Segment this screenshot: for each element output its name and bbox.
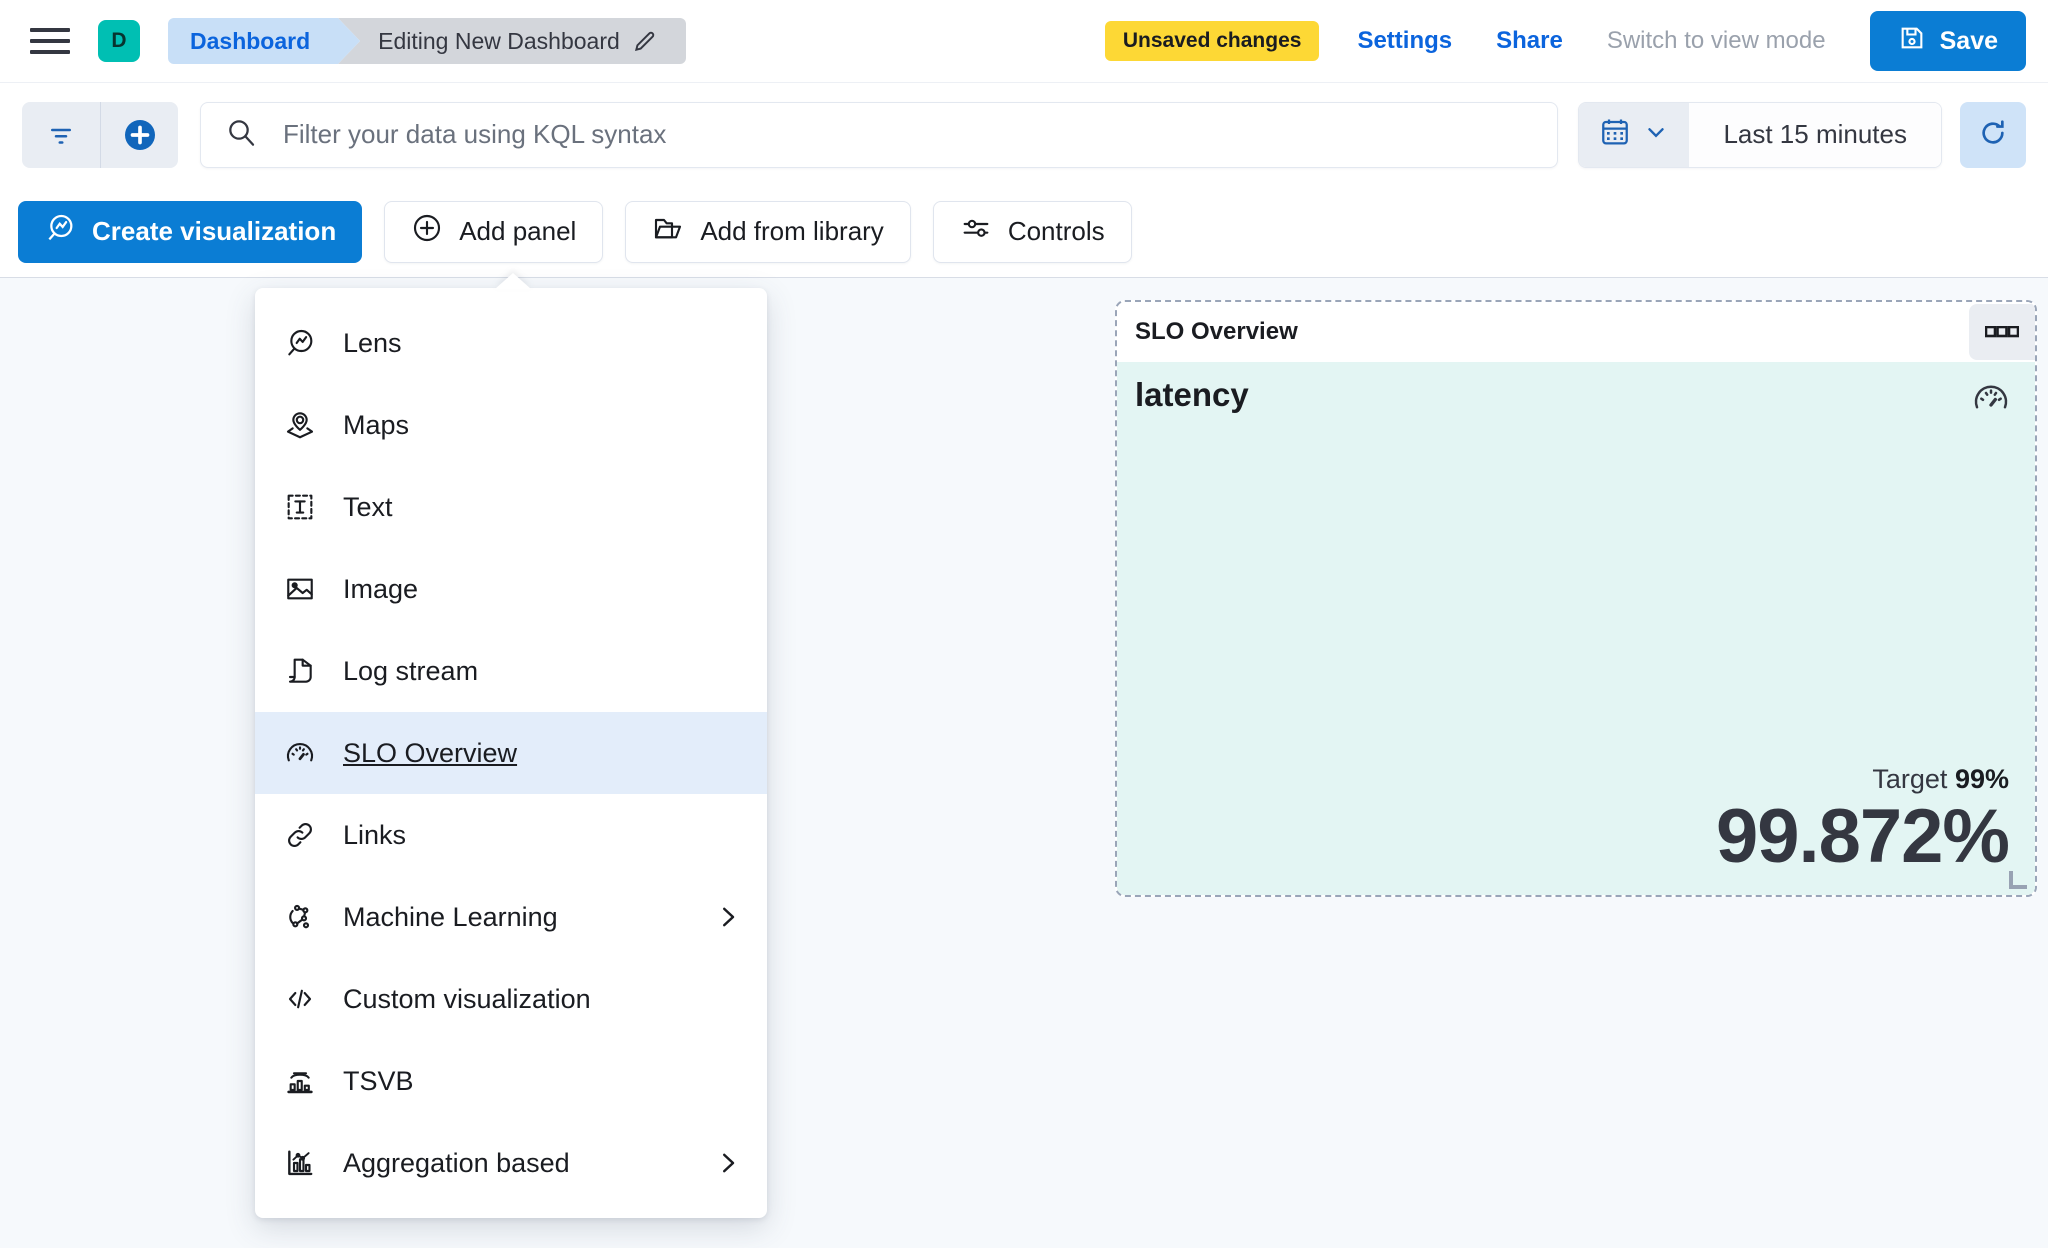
menu-item-label: Machine Learning xyxy=(343,901,558,932)
refresh-icon xyxy=(1977,117,2009,152)
filter-controls-group xyxy=(22,101,178,168)
menu-item-links[interactable]: Links xyxy=(255,794,767,876)
create-visualization-label: Create visualization xyxy=(92,216,337,246)
gauge-icon xyxy=(1971,378,2011,423)
slo-overview-panel[interactable]: SLO Overview latency xyxy=(1115,300,2037,897)
header-actions: Unsaved changes Settings Share Switch to… xyxy=(1104,11,2026,71)
date-range-value[interactable]: Last 15 minutes xyxy=(1689,102,1941,167)
menu-item-text[interactable]: Text xyxy=(255,466,767,548)
menu-item-label: Image xyxy=(343,573,419,604)
lens-icon xyxy=(44,212,76,251)
menu-item-slo-overview[interactable]: SLO Overview xyxy=(255,712,767,794)
add-panel-button[interactable]: Add panel xyxy=(384,200,604,263)
menu-item-aggregation-based[interactable]: Aggregation based xyxy=(255,1122,767,1204)
menu-item-tsvb[interactable]: TSVB xyxy=(255,1040,767,1122)
menu-item-label: SLO Overview xyxy=(343,737,518,768)
add-panel-label: Add panel xyxy=(459,216,577,246)
add-from-library-label: Add from library xyxy=(700,216,884,246)
resize-corner-handle[interactable] xyxy=(2009,871,2027,889)
date-picker: Last 15 minutes xyxy=(1578,101,1942,168)
breadcrumb-current[interactable]: Editing New Dashboard xyxy=(338,18,686,64)
slo-summary: Target 99% 99.872% xyxy=(1715,764,2010,879)
gauge-icon xyxy=(283,737,317,769)
lens-icon xyxy=(283,327,317,359)
code-icon xyxy=(283,983,317,1015)
menu-item-lens[interactable]: Lens xyxy=(255,302,767,384)
create-visualization-button[interactable]: Create visualization xyxy=(18,200,363,263)
tsvb-icon xyxy=(283,1065,317,1097)
menu-item-maps[interactable]: Maps xyxy=(255,384,767,466)
pencil-icon[interactable] xyxy=(632,28,658,54)
query-bar: Last 15 minutes xyxy=(0,83,2048,186)
menu-item-log-stream[interactable]: Log stream xyxy=(255,630,767,712)
menu-item-label: Log stream xyxy=(343,655,479,686)
panel-title[interactable]: SLO Overview xyxy=(1135,318,1298,345)
slo-target-value: 99% xyxy=(1954,764,2009,794)
breadcrumb: Dashboard Editing New Dashboard xyxy=(168,18,686,64)
search-field[interactable] xyxy=(200,101,1559,168)
app-header: D Dashboard Editing New Dashboard Unsave… xyxy=(0,0,2048,83)
agg-chart-icon xyxy=(283,1147,317,1179)
slo-target: Target 99% xyxy=(1716,764,2009,795)
switch-to-view-mode-link[interactable]: Switch to view mode xyxy=(1606,27,1826,54)
sliders-icon xyxy=(960,212,992,251)
panel-body: latency Target 99% 99.872% xyxy=(1117,362,2035,895)
share-link[interactable]: Share xyxy=(1496,27,1563,54)
chevron-right-icon xyxy=(713,1148,743,1178)
link-icon xyxy=(283,819,317,851)
menu-item-label: Aggregation based xyxy=(343,1147,570,1178)
editor-toolbar: Create visualization Add panel Add from … xyxy=(0,186,2048,278)
panel-header: SLO Overview xyxy=(1117,302,2035,362)
three-boxes-icon[interactable] xyxy=(1969,304,2035,360)
settings-link[interactable]: Settings xyxy=(1357,27,1453,54)
menu-item-label: TSVB xyxy=(343,1065,414,1096)
calendar-icon xyxy=(1599,116,1631,153)
logs-icon xyxy=(283,655,317,687)
controls-label: Controls xyxy=(1007,216,1105,246)
menu-item-image[interactable]: Image xyxy=(255,548,767,630)
hamburger-menu-icon[interactable] xyxy=(30,19,74,63)
add-filter-plus-circle-icon[interactable] xyxy=(100,101,178,168)
chevron-down-icon xyxy=(1643,119,1669,150)
map-pin-icon xyxy=(283,409,317,441)
search-input[interactable] xyxy=(283,119,1534,150)
filter-icon[interactable] xyxy=(22,101,100,168)
breadcrumb-current-label: Editing New Dashboard xyxy=(378,27,620,54)
save-button-label: Save xyxy=(1939,26,1998,55)
slo-sli-value: 99.872% xyxy=(1715,794,2010,879)
breadcrumb-dashboard-label: Dashboard xyxy=(190,27,311,54)
plus-circle-outline-icon xyxy=(411,212,443,251)
menu-item-label: Text xyxy=(343,491,393,522)
unsaved-changes-badge[interactable]: Unsaved changes xyxy=(1104,21,1320,61)
chevron-right-icon xyxy=(713,902,743,932)
menu-item-label: Lens xyxy=(343,327,402,358)
menu-item-custom-visualization[interactable]: Custom visualization xyxy=(255,958,767,1040)
controls-button[interactable]: Controls xyxy=(932,200,1132,263)
image-icon xyxy=(283,573,317,605)
menu-item-label: Custom visualization xyxy=(343,983,591,1014)
avatar-letter: D xyxy=(111,29,127,52)
refresh-button[interactable] xyxy=(1960,101,2026,168)
search-icon xyxy=(225,116,257,153)
save-disk-icon xyxy=(1898,24,1926,59)
date-quick-select-button[interactable] xyxy=(1579,102,1690,167)
add-from-library-button[interactable]: Add from library xyxy=(625,200,911,263)
menu-item-label: Maps xyxy=(343,409,410,440)
avatar[interactable]: D xyxy=(98,20,140,62)
save-button[interactable]: Save xyxy=(1869,11,2026,71)
slo-metric-name: latency xyxy=(1135,376,1249,413)
breadcrumb-dashboard[interactable]: Dashboard xyxy=(168,18,361,64)
popover-arrow xyxy=(495,273,531,289)
menu-item-machine-learning[interactable]: Machine Learning xyxy=(255,876,767,958)
slo-target-label: Target xyxy=(1872,764,1948,794)
ml-nodes-icon xyxy=(283,901,317,933)
menu-item-label: Links xyxy=(343,819,407,850)
text-box-icon xyxy=(283,491,317,523)
folder-icon xyxy=(652,212,684,251)
